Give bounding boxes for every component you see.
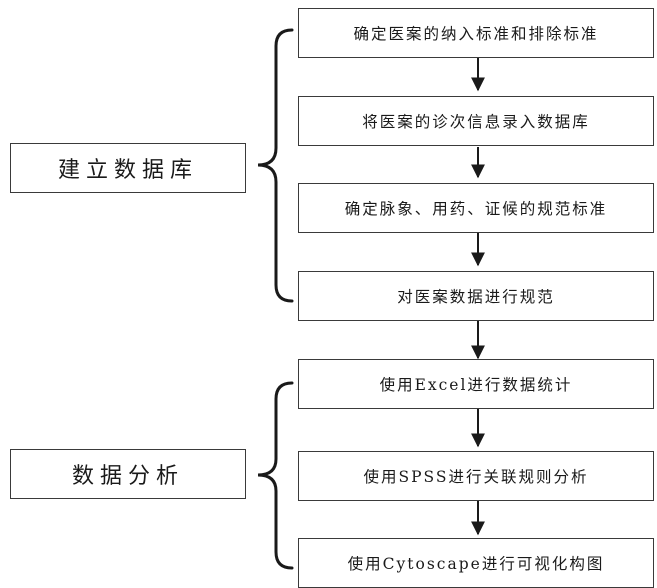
stage-data-analysis: 数据分析 <box>10 449 246 499</box>
step-standardization-criteria: 确定脉象、用药、证候的规范标准 <box>298 183 654 233</box>
curly-brace-1 <box>257 28 294 303</box>
curly-brace-2 <box>257 381 294 570</box>
step-normalize-data: 对医案数据进行规范 <box>298 271 654 321</box>
stage-build-database: 建立数据库 <box>10 143 246 193</box>
step-inclusion-criteria: 确定医案的纳入标准和排除标准 <box>298 8 654 58</box>
step-cytoscape-visualization: 使用Cytoscape进行可视化构图 <box>298 538 654 588</box>
step-record-entry: 将医案的诊次信息录入数据库 <box>298 96 654 146</box>
step-spss-association: 使用SPSS进行关联规则分析 <box>298 451 654 501</box>
step-excel-statistics: 使用Excel进行数据统计 <box>298 359 654 409</box>
